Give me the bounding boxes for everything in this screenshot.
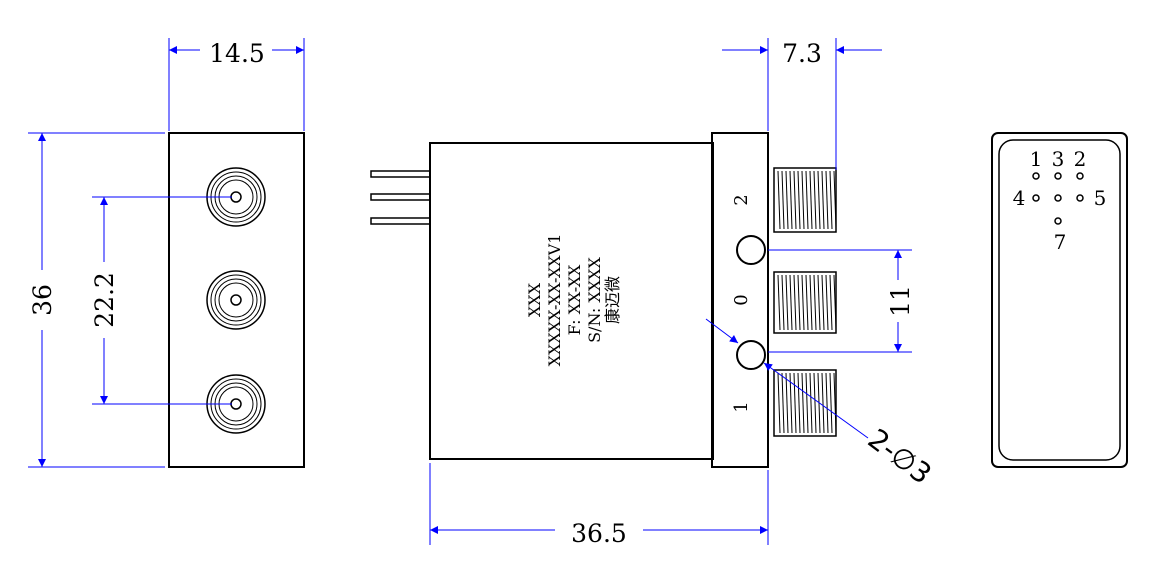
thread-connector-bottom (773, 369, 837, 437)
body-marking: XXX XXXXX-XX-XXV1 F: XX-XX S/N: XXXX 康迈微 (525, 234, 622, 367)
pin-label-3: 3 (1052, 147, 1065, 171)
dimension-connector-length-label: 7.3 (782, 39, 822, 68)
dimension-left-height-label: 36 (28, 284, 57, 316)
dimension-left-height (28, 132, 165, 468)
dimension-body-length (429, 463, 769, 545)
marking-line-4: S/N: XXXX (585, 256, 604, 342)
port-label-bottom: 1 (731, 401, 752, 412)
dimension-port-spacing (92, 196, 232, 405)
connector-flange (711, 132, 769, 468)
hole-callout-label: 2-∅3 (862, 422, 938, 491)
right-view-inner (998, 139, 1121, 461)
mounting-hole-top (736, 235, 766, 265)
threaded-connectors (773, 167, 837, 437)
pin-hole-3 (1054, 172, 1062, 180)
pin-label-1: 1 (1030, 147, 1043, 171)
left-view: 14.5 36 22.2 (28, 38, 305, 468)
pin-hole-5 (1076, 194, 1084, 202)
port-label-top: 2 (731, 194, 752, 205)
pin-label-7: 7 (1054, 230, 1067, 254)
pin-hole-4 (1032, 194, 1040, 202)
dimension-hole-spacing-label: 11 (886, 285, 915, 317)
dimension-connector-length (722, 38, 882, 170)
pin-label-5: 5 (1094, 186, 1107, 210)
port-label-middle: 0 (731, 294, 752, 305)
marking-line-2: XXXXX-XX-XXV1 (545, 234, 564, 367)
pins (370, 170, 431, 225)
dimension-body-length-label: 36.5 (571, 519, 627, 548)
mounting-hole-bottom (736, 340, 766, 370)
pin-hole-7 (1054, 217, 1062, 225)
pin-hole-center (1054, 194, 1062, 202)
marking-line-3: F: XX-XX (565, 264, 584, 335)
pin-hole-1 (1032, 172, 1040, 180)
thread-connector-middle (773, 271, 837, 334)
dimension-left-width-label: 14.5 (209, 39, 265, 68)
pin-label-2: 2 (1074, 147, 1087, 171)
pin-holes (1032, 172, 1084, 225)
left-view-body (168, 132, 305, 468)
hole-callout-leader (705, 318, 869, 439)
right-view-body (991, 132, 1128, 468)
pin-hole-2 (1076, 172, 1084, 180)
marking-line-5: 康迈微 (603, 276, 622, 324)
thread-connector-top (773, 167, 837, 233)
pin-label-4: 4 (1013, 186, 1026, 210)
dimension-port-spacing-label: 22.2 (90, 272, 119, 328)
sma-connector-middle (206, 270, 266, 330)
marking-line-1: XXX (525, 282, 544, 317)
dimension-hole-spacing (768, 249, 912, 353)
front-view: XXX XXXXX-XX-XXV1 F: XX-XX S/N: XXXX 康迈微… (370, 38, 938, 548)
dimension-left-width (168, 38, 305, 131)
right-view: 1 3 2 4 5 7 (991, 132, 1128, 468)
